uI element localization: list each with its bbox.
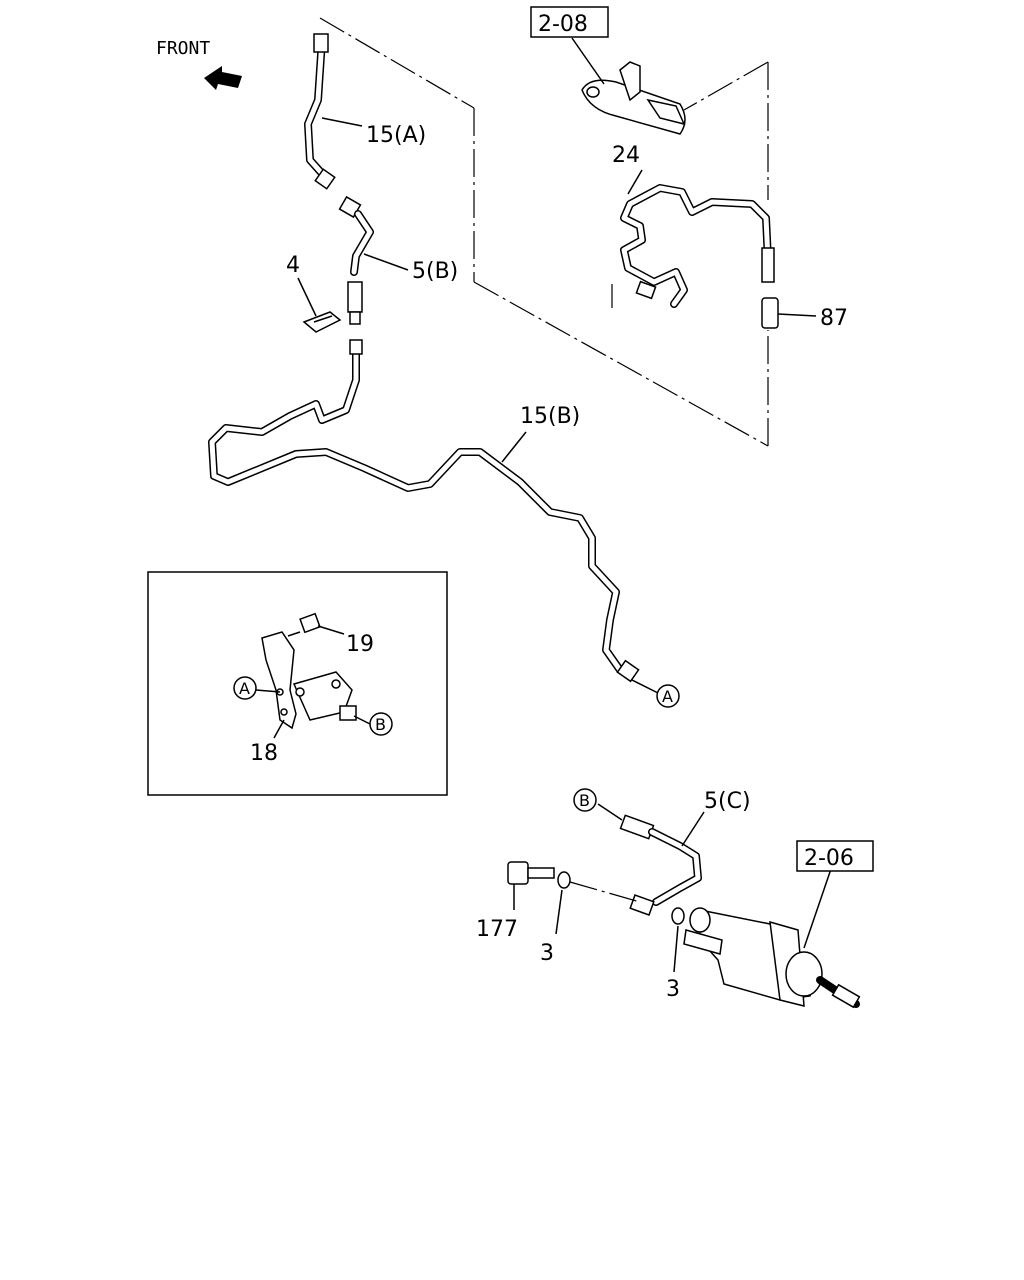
pipe-24	[620, 184, 775, 308]
marker-b-hose: B	[573, 788, 597, 812]
front-label: FRONT	[156, 38, 210, 59]
detail-inset	[147, 571, 448, 796]
label-24: 24	[612, 143, 640, 168]
ref-box-2-06-label: 2-06	[804, 846, 854, 871]
label-19: 19	[346, 632, 374, 657]
marker-a-bracket: A	[233, 676, 257, 700]
label-3-right: 3	[666, 977, 680, 1002]
svg-text:B: B	[579, 791, 590, 810]
bracket-18	[261, 631, 357, 730]
label-15b: 15(B)	[520, 404, 580, 429]
ref-box-2-06: 2-06	[796, 840, 874, 872]
label-87: 87	[820, 306, 848, 331]
label-3-left: 3	[540, 941, 554, 966]
svg-text:B: B	[375, 715, 386, 734]
svg-text:A: A	[239, 679, 250, 698]
svg-text:A: A	[662, 687, 673, 706]
front-arrow-icon	[204, 66, 242, 90]
ref-box-2-08-label: 2-08	[538, 12, 588, 37]
label-18: 18	[250, 741, 278, 766]
label-5b: 5(B)	[412, 259, 458, 284]
marker-b-bracket: B	[369, 712, 393, 736]
assembly-frame	[319, 17, 769, 447]
label-177: 177	[476, 917, 518, 942]
label-5c: 5(C)	[704, 789, 751, 814]
label-4: 4	[286, 253, 300, 278]
marker-a-pipe: A	[656, 684, 680, 708]
pipe-15a	[304, 33, 336, 190]
bolt-177	[507, 861, 555, 885]
label-15a: 15(A)	[366, 123, 426, 148]
ref-box-2-08: 2-08	[530, 6, 609, 38]
clip-4	[302, 311, 342, 333]
master-cylinder	[581, 61, 686, 135]
hose-5b	[338, 195, 374, 325]
part-87	[761, 297, 817, 329]
washer-3	[557, 871, 685, 925]
bolt-19	[287, 612, 345, 637]
hose-5c	[619, 814, 702, 916]
slave-cylinder	[683, 907, 861, 1009]
pipe-15b	[208, 339, 640, 683]
leader-lines	[255, 37, 833, 973]
